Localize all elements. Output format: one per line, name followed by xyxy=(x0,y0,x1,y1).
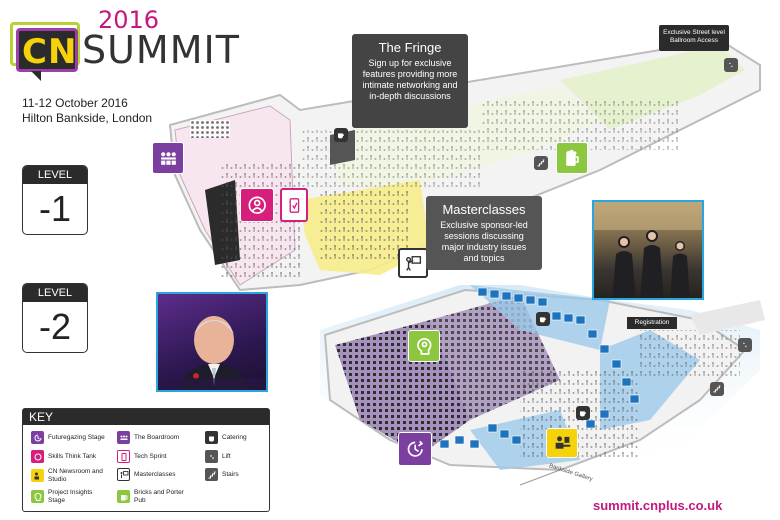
key-label: Stairs xyxy=(222,470,239,478)
level-number: -2 xyxy=(38,306,71,347)
masterclasses-description: Exclusive sponsor-led sessions discussin… xyxy=(440,220,528,263)
logo-year: 2016 xyxy=(98,6,160,34)
tech-icon xyxy=(117,450,130,463)
registration-label: Registration xyxy=(627,317,677,329)
level-label: LEVEL xyxy=(23,166,87,184)
masterclass-glyph xyxy=(405,255,421,271)
coffee-glyph xyxy=(338,133,344,139)
pub-icon xyxy=(117,490,130,503)
key-label: CN Newsroom and Studio xyxy=(48,468,103,483)
boardroom-icon xyxy=(117,431,130,444)
key-item-stairs: Stairs xyxy=(205,468,284,481)
newsroom-icon xyxy=(31,469,44,482)
futuregazing-icon xyxy=(31,431,44,444)
skills-glyph xyxy=(248,196,266,214)
key-label: Tech Sprint xyxy=(134,452,167,460)
logo-cn-box xyxy=(16,28,78,81)
walkway xyxy=(519,469,561,486)
level-number: -1 xyxy=(38,188,71,229)
key-item-boardroom: The Boardroom xyxy=(117,431,196,444)
stairs-icon xyxy=(205,468,218,481)
key-title: KEY xyxy=(23,409,269,425)
level-minus-1-badge: LEVEL -1 xyxy=(22,165,88,235)
insights-glyph xyxy=(416,337,431,355)
coffee-glyph xyxy=(580,411,586,417)
stairs-icon xyxy=(710,382,724,396)
key-label: Skills Think Tank xyxy=(48,452,97,460)
event-venue: Hilton Bankside, London xyxy=(22,111,153,125)
coffee-icon xyxy=(205,431,218,444)
event-info: 11-12 October 2016 Hilton Bankside, Lond… xyxy=(22,96,152,126)
fringe-title: The Fringe xyxy=(378,40,442,55)
key-label: Bricks and Porter Pub xyxy=(134,489,184,504)
key-item-catering: Catering xyxy=(205,431,284,444)
ballroom-access-label: Exclusive Street level Ballroom Access xyxy=(659,25,729,51)
project-insights-icon[interactable] xyxy=(408,330,440,362)
key-item-masterclasses: Masterclasses xyxy=(117,468,196,481)
key-item-skills: Skills Think Tank xyxy=(31,450,110,463)
masterclasses-callout: Masterclasses Exclusive sponsor-led sess… xyxy=(426,196,542,270)
pub-glyph xyxy=(565,149,579,166)
conference-room-photo xyxy=(592,200,704,300)
stairs-glyph xyxy=(537,159,545,167)
tech-glyph xyxy=(289,197,299,213)
conference-illustration xyxy=(594,202,702,298)
stairs-glyph xyxy=(713,385,721,393)
logo-cn-letters: CN xyxy=(22,32,78,72)
boardroom-icon[interactable] xyxy=(152,142,184,174)
masterclass-icon xyxy=(117,468,130,481)
map-key: KEY Futuregazing Stage Skills Think Tank… xyxy=(22,408,270,512)
key-label: Masterclasses xyxy=(134,470,176,478)
futuregazing-icon[interactable] xyxy=(398,432,432,466)
key-item-tech: Tech Sprint xyxy=(117,450,196,463)
newsroom-glyph xyxy=(555,436,570,449)
stairs-icon xyxy=(534,156,548,170)
lift-glyph xyxy=(743,342,747,348)
key-item-futuregazing: Futuregazing Stage xyxy=(31,431,110,444)
event-dates: 11-12 October 2016 xyxy=(22,96,128,110)
coffee-icon xyxy=(536,312,550,326)
website-url[interactable]: summit.cnplus.co.uk xyxy=(593,498,723,513)
insights-icon xyxy=(31,490,44,503)
newsroom-icon[interactable] xyxy=(546,428,578,458)
key-item-pub: Bricks and Porter Pub xyxy=(117,489,196,504)
lift-icon xyxy=(738,338,752,352)
masterclass-icon[interactable] xyxy=(398,248,428,278)
fringe-description: Sign up for exclusive features providing… xyxy=(362,58,458,101)
lift-icon xyxy=(724,58,738,72)
fringe-callout: The Fringe Sign up for exclusive feature… xyxy=(352,34,468,128)
key-label: The Boardroom xyxy=(134,433,180,441)
lift-glyph xyxy=(729,62,733,68)
exhibitor-stands xyxy=(439,287,640,449)
level-label: LEVEL xyxy=(23,284,87,302)
pub-icon[interactable] xyxy=(556,142,588,174)
corridor xyxy=(690,300,765,335)
key-item-insights: Project Insights Stage xyxy=(31,489,110,504)
logo-summit: SUMMIT xyxy=(82,28,240,72)
futuregazing-glyph xyxy=(407,440,424,457)
key-item-newsroom: CN Newsroom and Studio xyxy=(31,468,110,483)
lift-icon xyxy=(205,450,218,463)
cn-summit-logo: CN 2016 SUMMIT xyxy=(10,6,246,86)
coffee-icon xyxy=(576,406,590,420)
coffee-glyph xyxy=(540,317,546,323)
key-label: Project Insights Stage xyxy=(48,489,93,504)
key-label: Catering xyxy=(222,433,247,441)
speaker-illustration xyxy=(158,316,266,390)
masterclasses-title: Masterclasses xyxy=(442,202,526,217)
skills-think-tank-icon[interactable] xyxy=(240,188,274,222)
speaker-photo xyxy=(156,292,268,392)
key-item-lift: Lift xyxy=(205,450,284,463)
skills-icon xyxy=(31,450,44,463)
key-label: Lift xyxy=(222,452,231,460)
tech-sprint-icon[interactable] xyxy=(280,188,308,222)
boardroom-glyph xyxy=(160,151,176,165)
level-minus-2-badge: LEVEL -2 xyxy=(22,283,88,353)
key-label: Futuregazing Stage xyxy=(48,433,105,441)
coffee-icon xyxy=(334,128,348,142)
